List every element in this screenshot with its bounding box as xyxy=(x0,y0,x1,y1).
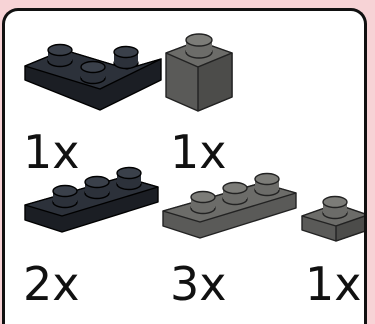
part-quantity: 1x xyxy=(305,257,362,311)
part-quantity: 1x xyxy=(23,125,80,179)
part-quantity: 1x xyxy=(170,125,227,179)
brick-1x1-icon xyxy=(165,33,233,112)
plate-1x1-icon xyxy=(301,195,364,242)
plate-2x2-corner-icon xyxy=(24,43,162,111)
plate-1x3-icon xyxy=(162,172,297,239)
parts-list-panel: 1x 1x 2x xyxy=(2,8,367,324)
part-quantity: 3x xyxy=(170,257,227,311)
part-quantity: 2x xyxy=(23,257,80,311)
plate-1x3-icon xyxy=(24,166,159,233)
